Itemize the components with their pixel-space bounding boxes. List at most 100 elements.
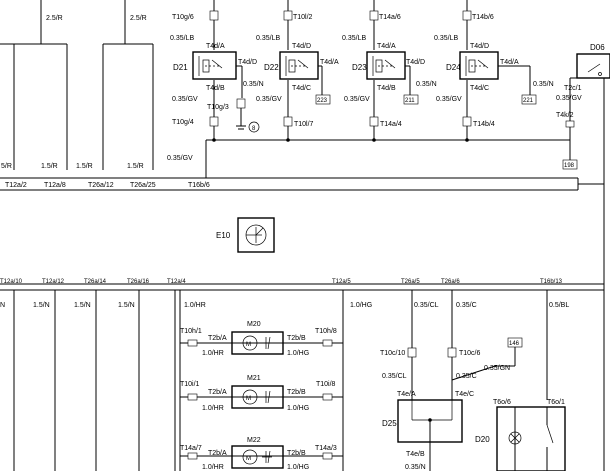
svg-text:T4e/A: T4e/A <box>397 391 416 398</box>
svg-text:D21: D21 <box>173 63 188 72</box>
svg-text:1.0/HR: 1.0/HR <box>202 405 224 412</box>
svg-text:D20: D20 <box>475 435 490 444</box>
svg-text:1.5/R: 1.5/R <box>76 163 93 170</box>
svg-text:221: 221 <box>523 98 534 104</box>
svg-text:0.35/C: 0.35/C <box>456 373 477 380</box>
svg-text:T10h/1: T10h/1 <box>180 328 202 335</box>
svg-text:0.35/GV: 0.35/GV <box>167 155 193 162</box>
svg-text:T4e/C: T4e/C <box>455 391 474 398</box>
svg-text:T4d/B: T4d/B <box>377 85 396 92</box>
svg-text:0.35/GV: 0.35/GV <box>344 96 370 103</box>
lower-wires: N 1.5/N 1.5/N 1.5/N 1.0/HR 1.0/HG 0.35/C… <box>0 290 569 471</box>
svg-text:T12a/8: T12a/8 <box>44 182 66 189</box>
svg-text:1.5/R: 1.5/R <box>41 163 58 170</box>
svg-text:T2b/B: T2b/B <box>287 389 306 396</box>
svg-text:T4d/A: T4d/A <box>320 59 339 66</box>
svg-text:T6o/6: T6o/6 <box>493 399 511 406</box>
svg-text:T26a/25: T26a/25 <box>130 182 156 189</box>
svg-text:0.35/CL: 0.35/CL <box>382 373 407 380</box>
svg-text:T2b/A: T2b/A <box>208 335 227 342</box>
svg-text:1.0/HR: 1.0/HR <box>202 350 224 357</box>
svg-text:D23: D23 <box>352 63 367 72</box>
svg-text:T10g/6: T10g/6 <box>172 14 194 21</box>
svg-text:T10i/8: T10i/8 <box>316 381 336 388</box>
svg-text:T2c/1: T2c/1 <box>564 85 582 92</box>
svg-text:T4d/A: T4d/A <box>206 43 225 50</box>
svg-text:0.35/N: 0.35/N <box>416 81 437 88</box>
svg-text:T26a/6: T26a/6 <box>441 279 460 285</box>
fuse-block-left <box>0 43 154 170</box>
motor-m21: T10i/1 T10i/8 M21 T2b/A T2b/B M 1.0/HR 1… <box>180 375 343 412</box>
component-d06: D06 T2c/1 0.35/GV T4k/2 198 <box>556 43 610 471</box>
svg-text:T12a/5: T12a/5 <box>332 279 351 285</box>
svg-text:0.35/N: 0.35/N <box>533 81 554 88</box>
svg-text:0.35/GV: 0.35/GV <box>436 96 462 103</box>
svg-text:0.35/LB: 0.35/LB <box>434 35 458 42</box>
svg-text:0.35/GV: 0.35/GV <box>172 96 198 103</box>
svg-text:T12a/12: T12a/12 <box>42 279 65 285</box>
connector-strip-lower: T12a/10 T12a/12 T26a/14 T26a/16 T12a/4 T… <box>0 279 604 291</box>
svg-text:T16b/13: T16b/13 <box>540 279 563 285</box>
top-feed-2: 2.5/R <box>124 0 147 44</box>
svg-text:D25: D25 <box>382 419 397 428</box>
relay-d22: T10l/2 0.35/LB T4d/D D22 T4d/A 223 T4d/C… <box>256 0 339 140</box>
svg-text:D06: D06 <box>590 43 605 52</box>
svg-text:T2b/A: T2b/A <box>208 389 227 396</box>
svg-text:0.35/N: 0.35/N <box>405 464 426 471</box>
svg-text:2.5/R: 2.5/R <box>130 15 147 22</box>
svg-text:T14a/6: T14a/6 <box>379 14 401 21</box>
svg-text:1.0/HR: 1.0/HR <box>202 464 224 471</box>
svg-text:M22: M22 <box>247 437 261 444</box>
svg-text:T12a/10: T12a/10 <box>0 279 23 285</box>
svg-text:T12a/2: T12a/2 <box>5 182 27 189</box>
svg-text:1.5/R: 1.5/R <box>127 163 144 170</box>
svg-text:T4d/A: T4d/A <box>500 59 519 66</box>
svg-text:146: 146 <box>509 341 520 347</box>
svg-text:T10c/6: T10c/6 <box>459 350 481 357</box>
svg-text:M20: M20 <box>247 321 261 328</box>
svg-text:T14a/7: T14a/7 <box>180 445 202 452</box>
svg-text:T26a/5: T26a/5 <box>401 279 420 285</box>
svg-text:T2b/B: T2b/B <box>287 335 306 342</box>
svg-text:T26a/16: T26a/16 <box>127 279 150 285</box>
svg-text:T4e/B: T4e/B <box>406 451 425 458</box>
svg-text:T4d/D: T4d/D <box>406 59 425 66</box>
motor-m22: T14a/7 T14a/3 M22 T2b/A T2b/B M 1.0/HR 1… <box>180 437 343 471</box>
svg-text:M: M <box>246 396 251 402</box>
svg-text:1.5/N: 1.5/N <box>33 302 50 309</box>
svg-text:0.35/GN: 0.35/GN <box>484 365 510 372</box>
svg-text:T2b/A: T2b/A <box>208 450 227 457</box>
svg-text:223: 223 <box>317 98 328 104</box>
svg-text:2.5/R: 2.5/R <box>46 15 63 22</box>
svg-text:M: M <box>246 456 251 462</box>
svg-text:T14a/3: T14a/3 <box>315 445 337 452</box>
svg-text:0.35/LB: 0.35/LB <box>170 35 194 42</box>
svg-text:T10h/8: T10h/8 <box>315 328 337 335</box>
svg-text:E10: E10 <box>216 231 231 240</box>
svg-text:T26a/12: T26a/12 <box>88 182 114 189</box>
svg-text:T10g/3: T10g/3 <box>207 104 229 111</box>
svg-text:T10g/4: T10g/4 <box>172 119 194 126</box>
svg-text:T4d/B: T4d/B <box>206 85 225 92</box>
motor-m20: T10h/1 T10h/8 M20 T2b/A T2b/B M 1.0/HR 1… <box>180 321 343 357</box>
svg-text:T14b/4: T14b/4 <box>473 121 495 128</box>
svg-text:T12a/4: T12a/4 <box>167 279 186 285</box>
svg-text:T4d/A: T4d/A <box>377 43 396 50</box>
svg-text:1.0/HR: 1.0/HR <box>184 302 206 309</box>
component-e10: E10 <box>216 217 275 253</box>
connector-strip-upper: 5/R 1.5/R 1.5/R 1.5/R T12a/2 T12a/8 T26a… <box>0 163 604 191</box>
component-d25: T10c/10 T10c/6 0.35/CL 0.35/C 146 0.35/G… <box>380 337 523 471</box>
svg-text:T14b/6: T14b/6 <box>472 14 494 21</box>
svg-text:1.5/N: 1.5/N <box>74 302 91 309</box>
svg-text:N: N <box>0 302 5 309</box>
svg-text:T6o/1: T6o/1 <box>547 399 565 406</box>
svg-text:1.0/HG: 1.0/HG <box>287 350 309 357</box>
svg-text:8: 8 <box>252 126 256 132</box>
svg-text:0.35/GV: 0.35/GV <box>256 96 282 103</box>
svg-text:0.35/C: 0.35/C <box>456 302 477 309</box>
svg-text:T10l/2: T10l/2 <box>293 14 313 21</box>
svg-text:1.0/HG: 1.0/HG <box>287 405 309 412</box>
svg-text:0.35/LB: 0.35/LB <box>256 35 280 42</box>
svg-text:T10l/7: T10l/7 <box>294 121 314 128</box>
